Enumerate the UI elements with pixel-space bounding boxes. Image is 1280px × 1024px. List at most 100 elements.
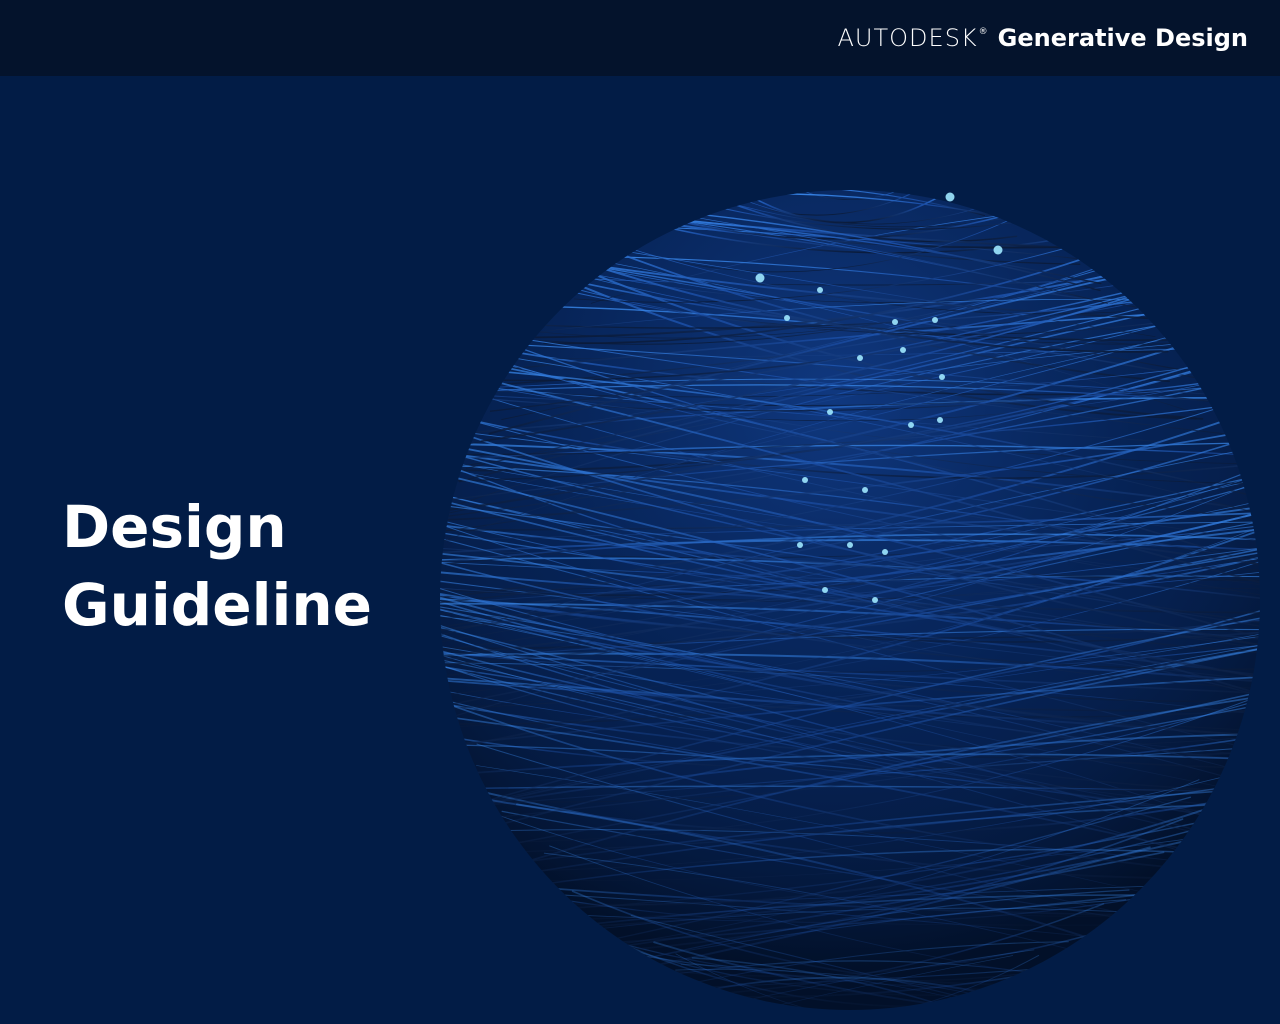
sphere-strand xyxy=(440,641,1260,817)
sphere-strand xyxy=(440,398,1260,602)
sphere-strand xyxy=(514,840,1186,931)
sphere-strand xyxy=(440,691,1260,859)
sphere-strand xyxy=(465,773,1235,873)
sphere-strand xyxy=(472,788,1228,880)
sphere-strand xyxy=(440,694,1260,843)
sphere-strand xyxy=(440,585,1260,643)
sphere-strand xyxy=(440,550,1260,671)
sphere-strand xyxy=(521,890,1179,923)
sphere-strand xyxy=(440,587,1260,739)
glow-dot xyxy=(993,245,1003,255)
glow-dot xyxy=(862,487,868,493)
sphere-strand xyxy=(440,631,1260,711)
sphere-strand xyxy=(524,269,1176,341)
sphere-strand xyxy=(446,308,1254,509)
sphere-strand xyxy=(440,413,1260,653)
sphere-strand xyxy=(440,373,1260,520)
brand-product: Generative Design xyxy=(997,24,1248,52)
sphere-strand xyxy=(441,318,1259,521)
glow-dot xyxy=(892,319,898,325)
sphere-strand xyxy=(555,276,1145,286)
sphere-strand xyxy=(543,231,1157,345)
sphere-strand xyxy=(489,274,1211,412)
cover-title-line-2: Guideline xyxy=(62,571,373,639)
glow-dot xyxy=(802,477,808,483)
sphere-strand xyxy=(440,624,1260,794)
sphere-strand xyxy=(551,893,1149,943)
glow-dot xyxy=(908,422,914,428)
cover-title: Design Guideline xyxy=(62,488,372,644)
sphere-strand xyxy=(440,649,1260,812)
sphere-strand xyxy=(440,695,1260,792)
sphere-strand xyxy=(446,716,1254,866)
sphere-strand xyxy=(440,548,1260,687)
sphere-strand xyxy=(440,361,1260,590)
sphere-strand xyxy=(440,695,1260,803)
sphere-strand xyxy=(440,403,1260,601)
sphere-strand xyxy=(442,396,1258,437)
sphere-strand xyxy=(440,613,1260,822)
sphere-strand xyxy=(527,261,1173,345)
sphere-strand xyxy=(452,384,1248,405)
sphere-strand xyxy=(440,488,1260,686)
sphere-strand xyxy=(440,439,1260,646)
sphere-strand xyxy=(465,284,1235,469)
sphere-strand xyxy=(440,599,1260,703)
glow-dot xyxy=(784,315,790,321)
glow-dot xyxy=(857,355,863,361)
glow-dot xyxy=(939,374,945,380)
sphere-strand xyxy=(440,469,1260,649)
sphere-strand xyxy=(440,619,1260,852)
glow-dot xyxy=(822,587,828,593)
sphere-strand xyxy=(519,295,1181,329)
sphere-strand xyxy=(462,329,1238,436)
header-bar: AUTODESK ® Generative Design xyxy=(0,0,1280,76)
cover-title-line-1: Design xyxy=(62,493,287,561)
sphere-strand xyxy=(440,365,1260,500)
sphere-strand xyxy=(480,267,1220,442)
glow-dot xyxy=(817,287,823,293)
sphere-strand xyxy=(440,732,1260,813)
sphere-strand xyxy=(440,627,1260,729)
sphere-strand xyxy=(440,521,1260,543)
sphere-strand xyxy=(440,502,1260,662)
sphere-strand xyxy=(443,346,1257,482)
sphere-strand xyxy=(440,447,1260,570)
glow-dot xyxy=(872,597,878,603)
sphere-strand xyxy=(440,684,1260,748)
glow-dot xyxy=(797,542,803,548)
sphere-strand xyxy=(501,274,1199,385)
sphere-strand xyxy=(463,785,1237,855)
sphere-strand xyxy=(691,957,1009,1010)
brand-company: AUTODESK xyxy=(837,24,978,52)
sphere-strand xyxy=(440,661,1260,821)
sphere-strand xyxy=(440,461,1260,673)
sphere-strand xyxy=(440,640,1260,673)
sphere-strand xyxy=(440,641,1260,760)
sphere-strand xyxy=(466,361,1234,398)
sphere-strand xyxy=(715,190,985,216)
sphere-strand xyxy=(440,463,1260,569)
sphere-strand xyxy=(440,542,1260,620)
sphere-strand xyxy=(440,436,1260,649)
sphere-strand xyxy=(440,376,1260,562)
sphere-strand xyxy=(442,320,1258,512)
sphere-strand xyxy=(446,785,1254,794)
sphere-strand xyxy=(686,955,1014,1010)
sphere-strand xyxy=(543,894,1157,931)
sphere-strand xyxy=(627,217,1073,249)
sphere-strand xyxy=(440,511,1260,532)
brand-logo: AUTODESK ® Generative Design xyxy=(838,24,1248,52)
sphere-strand xyxy=(550,255,1150,310)
sphere-strand xyxy=(440,424,1260,607)
sphere-strand xyxy=(553,893,1147,948)
sphere-strand xyxy=(503,234,1197,420)
sphere-strand xyxy=(721,190,979,225)
glow-dot xyxy=(937,417,943,423)
sphere-strand xyxy=(444,311,1256,515)
sphere-strand xyxy=(440,441,1260,505)
sphere-strand xyxy=(468,341,1232,405)
sphere-strand xyxy=(634,219,1066,254)
sphere-strand xyxy=(440,499,1260,634)
sphere-strand xyxy=(458,377,1242,412)
